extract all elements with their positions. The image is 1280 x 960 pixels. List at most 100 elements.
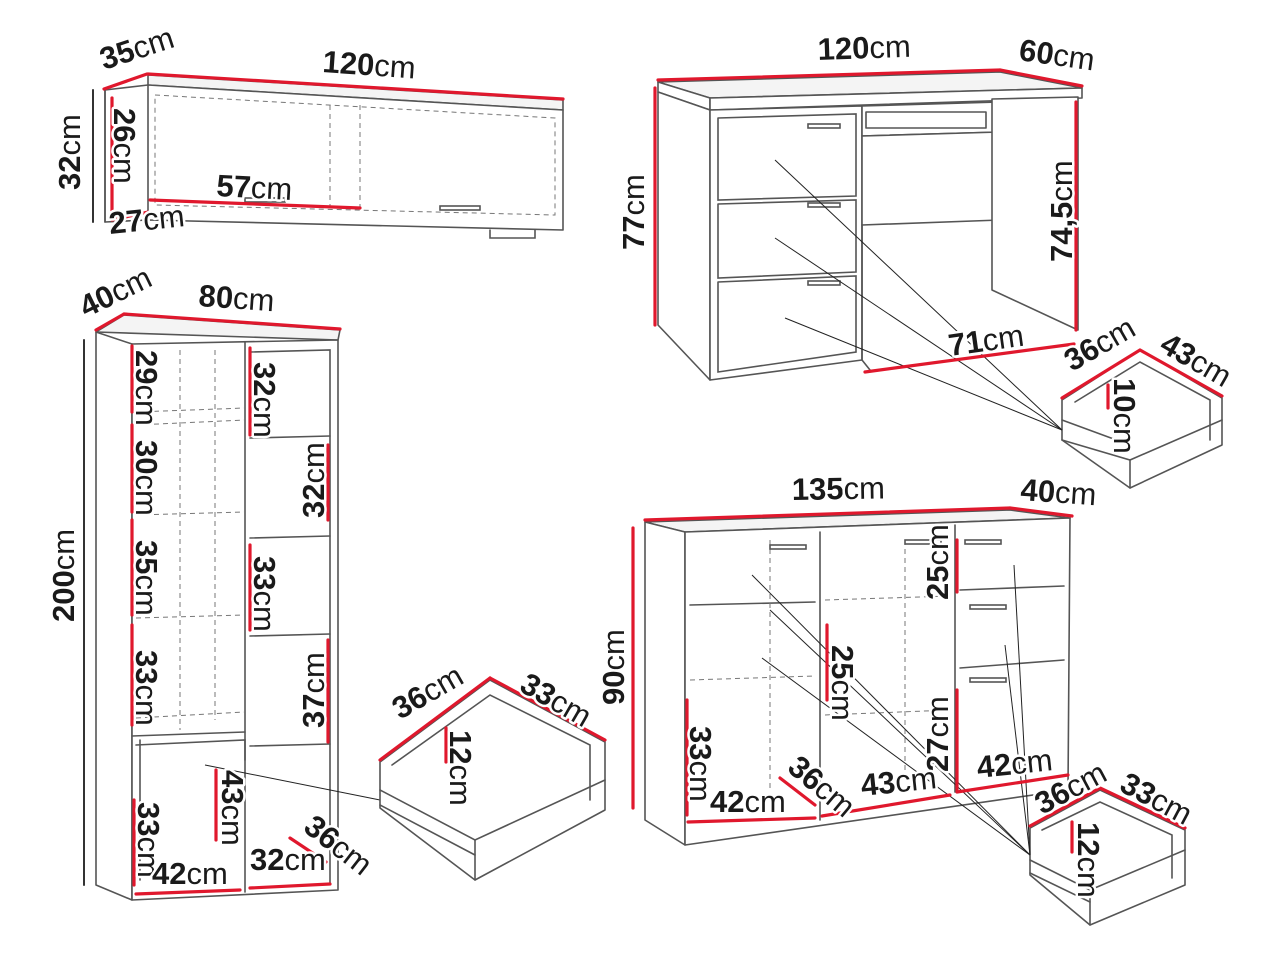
wall-cabinet-handle-2	[244, 197, 286, 203]
label-tall-drawer-height: 12cm	[443, 730, 478, 806]
sideboard-drawer-line-1	[959, 585, 1065, 591]
dim-desk-depth	[998, 68, 1084, 88]
dim-sideboard-drawer-width	[1098, 786, 1187, 830]
sideboard-leader-5	[1004, 644, 1031, 856]
wall-cabinet-foot	[489, 229, 536, 239]
dim-tall-depth	[94, 312, 126, 332]
tall-shelf-hid-4	[135, 614, 246, 619]
tall-cabinet: 40cm 80cm 200cm 29cm 30cm 35cm 33cm 33cm…	[44, 257, 607, 901]
label-sideboard-right-lower: 27cm	[920, 696, 955, 772]
dim-desk-drawer-depth	[1060, 348, 1142, 400]
desk-drawer-detail-front-2	[1061, 419, 1131, 446]
desk: 120cm 60cm 77cm 74,5cm 71cm 36cm 43cm 10…	[614, 26, 1240, 489]
wall-cabinet-handle	[439, 205, 481, 211]
desk-leader-2	[774, 237, 1063, 431]
desk-right-leg	[991, 96, 1079, 331]
dim-tall-bottom-right	[248, 882, 332, 890]
tall-right-shelf-2	[249, 535, 331, 539]
sideboard: 135cm 40cm 90cm 25cm 25cm 27cm 33cm 42cm…	[594, 468, 1201, 926]
sideboard-leader-4	[1013, 564, 1031, 856]
sideboard-left-shelf	[689, 601, 816, 606]
desk-shelf-slot	[865, 111, 987, 129]
desk-pedestal	[709, 105, 863, 381]
dim-tall-width	[122, 312, 342, 331]
label-sideboard-height: 90cm	[596, 629, 631, 705]
desk-drawer-2	[717, 199, 857, 279]
tall-shelf-hid-1	[135, 407, 246, 413]
desk-top-front	[709, 87, 1083, 111]
tall-shelf-hid-5	[135, 711, 246, 719]
label-tall-left-4: 33cm	[129, 650, 164, 726]
dim-sideboard-mid-width	[820, 793, 952, 818]
dim-wall-depth-bottom	[110, 210, 150, 222]
tall-shelf-hid-2	[135, 419, 246, 426]
label-tall-right-2: 32cm	[296, 442, 331, 518]
label-desk-drawer-height: 10cm	[1107, 378, 1142, 454]
label-desk-width: 120cm	[817, 29, 911, 67]
desk-handle-3	[807, 280, 841, 286]
dim-tall-drawer-width	[488, 676, 607, 742]
dim-desk-width	[656, 68, 1002, 82]
dim-tall-bottom-depth	[288, 836, 328, 864]
sideboard-handle-3	[964, 539, 1002, 545]
label-tall-bottom-left: 42cm	[152, 856, 228, 891]
sideboard-leader-3	[761, 657, 1031, 856]
label-sideboard-drawer-height: 12cm	[1071, 822, 1106, 898]
label-tall-left-2: 30cm	[129, 440, 164, 516]
desk-drawer-detail-inner	[1074, 361, 1211, 441]
desk-leader-3	[784, 317, 1063, 431]
wall-cabinet-hidden	[154, 94, 556, 216]
label-desk-height: 77cm	[616, 174, 651, 250]
label-wall-inner: 26cm	[107, 108, 142, 184]
label-tall-left-5: 33cm	[131, 802, 166, 878]
label-tall-left-1: 29cm	[129, 350, 164, 426]
desk-handle-1	[807, 123, 841, 129]
sideboard-drawer-inner	[1041, 801, 1173, 879]
sideboard-handle-5	[969, 677, 1007, 683]
sideboard-side	[644, 521, 686, 846]
dim-sideboard-right-width	[955, 773, 1070, 794]
desk-leader-1	[774, 159, 1063, 431]
dim-sideboard-left-width	[686, 816, 817, 824]
tall-drawer-front-2	[379, 804, 476, 856]
dim-wall-width	[146, 72, 565, 101]
sideboard-handle-1	[769, 544, 807, 550]
dim-wall-shelf	[148, 198, 362, 210]
dim-sideboard-drawer-depth	[1028, 786, 1102, 828]
sideboard-front	[684, 517, 1071, 846]
label-sideboard-width: 135cm	[792, 470, 886, 507]
tall-right-shelf-1	[249, 435, 331, 439]
tall-right-shelf-3	[249, 633, 331, 637]
desk-handle-2	[807, 202, 841, 208]
tall-shelf-hid-3	[135, 511, 246, 516]
label-sideboard-mid-width: 43cm	[859, 760, 938, 803]
sideboard-drawer-front-2	[1029, 872, 1091, 903]
sideboard-hid-2	[824, 595, 951, 601]
label-wall-width: 120cm	[322, 44, 417, 85]
label-sideboard-left-width: 42cm	[710, 784, 786, 819]
sideboard-drawer-line-2	[959, 659, 1065, 669]
sideboard-handle-4	[969, 604, 1007, 610]
dim-sideboard-left-depth	[778, 776, 817, 807]
label-sideboard-depth: 40cm	[1020, 472, 1098, 512]
label-wall-depth-bottom: 27cm	[107, 198, 186, 241]
sideboard-handle-2	[904, 539, 942, 545]
label-sideboard-right-drawer: 25cm	[920, 524, 955, 600]
desk-leg-inner	[861, 224, 871, 371]
label-wall-shelf: 57cm	[216, 168, 294, 207]
tall-leader	[204, 764, 381, 801]
tall-cabinet-door-top	[131, 731, 246, 737]
label-sideboard-mid: 25cm	[825, 645, 860, 721]
label-tall-right-1: 32cm	[247, 362, 282, 438]
desk-drawer-panel	[861, 131, 1001, 226]
dim-tall-drawer-depth	[378, 676, 492, 762]
tall-cabinet-side	[95, 331, 133, 901]
wall-cabinet: 35cm 120cm 32cm 26cm 27cm 57cm	[50, 17, 565, 243]
label-tall-left-3: 35cm	[129, 540, 164, 616]
label-sideboard-left-lower: 33cm	[683, 726, 718, 802]
desk-drawer-1	[717, 113, 857, 201]
label-tall-height: 200cm	[46, 529, 81, 622]
dim-sideboard-width	[643, 506, 1012, 522]
